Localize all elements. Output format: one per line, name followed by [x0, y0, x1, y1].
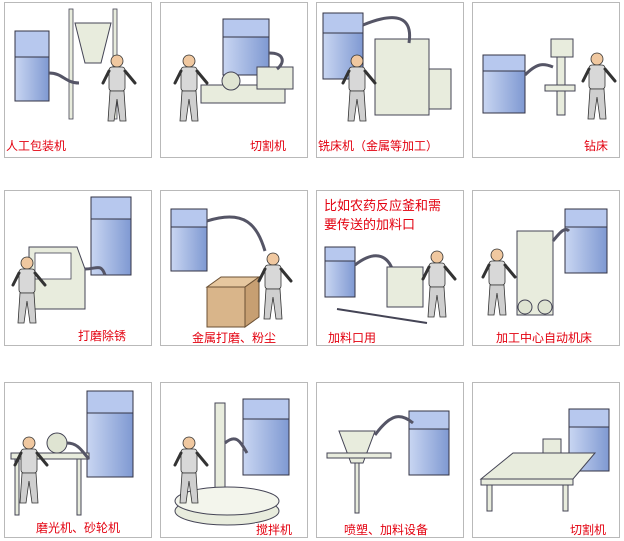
panel-manual-packaging: 人工包装机 [4, 2, 152, 158]
panel-caption: 搅拌机 [255, 523, 294, 537]
panel-caption: 切割机 [569, 523, 608, 537]
panel-grinding-rust-removal: 打磨除锈 [4, 190, 152, 346]
panel-drilling-machine: 钻床 [472, 2, 620, 158]
panel-machining-center: 加工中心自动机床 [472, 190, 620, 346]
panel-cutting-machine-1: 切割机 [160, 2, 308, 158]
manual-packaging-illustration [14, 8, 137, 123]
polishing-grinder-illustration [10, 390, 134, 516]
panel-caption: 磨光机、砂轮机 [35, 521, 122, 536]
panel-caption: 加料口用 [327, 331, 378, 345]
cutting-machine-illustration [173, 18, 294, 123]
rust-removal-illustration [11, 196, 132, 325]
panel-caption: 钻床 [583, 139, 610, 154]
panel-caption: 打磨除锈 [77, 329, 128, 344]
panel-caption: 切割机 [249, 139, 288, 154]
drilling-machine-illustration [482, 38, 617, 121]
panel-polishing-grinder: 磨光机、砂轮机 [4, 382, 152, 538]
panel-caption-note: 比如农药反应釜和需要传送的加料口 [324, 199, 442, 233]
panel-metal-grinding-dust: 金属打磨、粉尘 [160, 190, 308, 346]
panel-caption: 人工包装机 [5, 139, 68, 154]
panel-spray-feeding: 喷塑、加料设备 [316, 382, 464, 538]
panel-caption: 金属打磨、粉尘 [191, 331, 278, 345]
machining-center-illustration [481, 208, 608, 317]
metal-grinding-illustration [170, 208, 293, 328]
mixer-illustration [173, 398, 290, 526]
milling-machine-illustration [322, 12, 452, 123]
panel-caption: 喷塑、加料设备 [343, 523, 430, 537]
panel-caption: 加工中心自动机床 [495, 331, 594, 345]
panel-feeding-port: 比如农药反应釜和需要传送的加料口 加料口用 [316, 190, 464, 346]
panel-milling-machine: 铣床机（金属等加工） [316, 2, 464, 158]
panel-cutting-machine-2: 切割机 [472, 382, 620, 538]
cutting-table-illustration [479, 408, 610, 512]
spray-feeding-illustration [326, 410, 450, 514]
feeding-port-illustration [324, 246, 457, 324]
panel-caption: 铣床机（金属等加工） [317, 139, 440, 154]
panel-mixer: 搅拌机 [160, 382, 308, 538]
